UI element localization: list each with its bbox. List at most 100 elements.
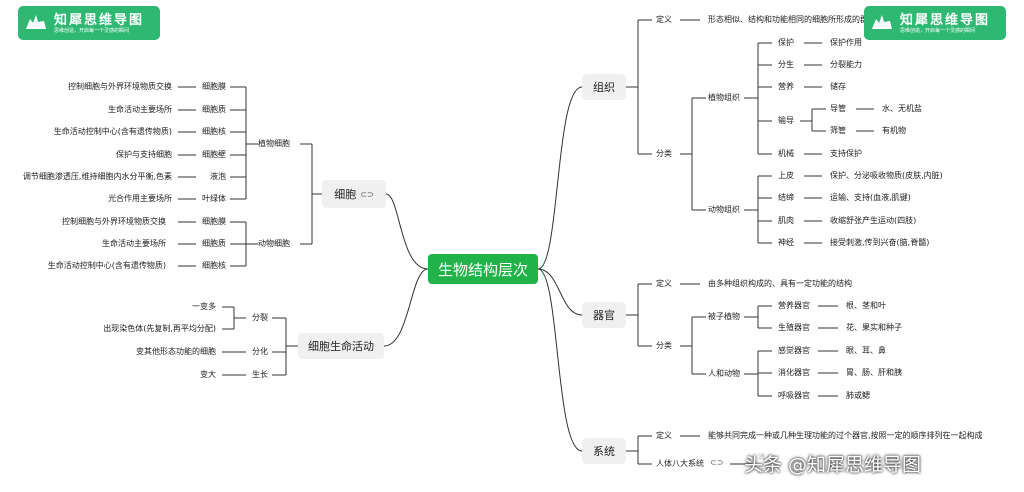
plant-tissue-name: 机械	[778, 149, 794, 158]
tissue-def-label: 定义	[656, 15, 672, 24]
organ-class-label: 分类	[656, 341, 672, 350]
plant-tissue-name: 分生	[778, 60, 794, 69]
organelle-desc: 生命活动控制中心(含有遗传物质)	[47, 261, 166, 270]
animal-tissue-name: 结缔	[778, 193, 794, 202]
system-eight-label: 人体八大系统	[656, 459, 704, 468]
link-icon[interactable]: ⊂⊃	[710, 458, 724, 467]
conduct-sieve-desc: 有机物	[882, 126, 906, 135]
plant-tissue-desc: 保护作用	[830, 38, 862, 47]
topic-cell-activity-label: 细胞生命活动	[308, 340, 374, 353]
system-list-partial: 消	[758, 453, 765, 461]
activity-divide: 分裂	[252, 313, 268, 322]
animal-tissue-name: 神经	[778, 238, 794, 247]
organelle-name: 细胞核	[202, 127, 226, 136]
conduct-vessel: 导管	[830, 104, 846, 113]
topic-cell-activity[interactable]: 细胞生命活动	[298, 333, 384, 359]
organelle-desc: 调节细胞渗透压,维持细胞内水分平衡,色素	[22, 172, 172, 181]
topic-system-label: 系统	[593, 445, 615, 458]
differentiate-desc: 变其他形态功能的细胞	[136, 347, 216, 356]
tissue-type-animal: 动物组织	[708, 205, 740, 214]
plant-organ-name: 生殖器官	[778, 323, 810, 332]
divide-item: 一变多	[192, 302, 216, 311]
animal-tissue-desc: 收缩舒张产生运动(四肢)	[830, 216, 917, 225]
tissue-definition: 形态相似、结构和功能相同的细胞所形成的群体	[708, 15, 876, 24]
organelle-name: 细胞质	[202, 239, 226, 248]
organelle-name: 液泡	[210, 172, 226, 181]
topic-system[interactable]: 系统	[582, 438, 626, 464]
organelle-name: 细胞壁	[202, 150, 226, 159]
topic-organ-label: 器官	[593, 309, 615, 322]
root-to-activity	[383, 268, 429, 347]
animal-organ-name: 消化器官	[778, 368, 810, 377]
brand-logo-left: 知犀思维导图 思维创造，开启每一个灵感的瞬间	[18, 6, 160, 40]
root-to-tissue	[537, 86, 583, 270]
organelle-name: 细胞质	[202, 105, 226, 114]
animal-tissue-desc: 接受刺激,传到兴奋(脑,脊髓)	[830, 238, 930, 247]
organelle-desc: 光合作用主要场所	[108, 194, 172, 203]
animal-tissue-name: 上皮	[778, 171, 794, 180]
organelle-desc: 控制细胞与外界环境物质交换	[68, 82, 172, 91]
central-topic[interactable]: 生物结构层次	[428, 254, 538, 284]
rhino-icon	[872, 15, 892, 29]
topic-tissue-label: 组织	[593, 81, 615, 94]
animal-organ-desc: 眼、耳、鼻	[846, 346, 886, 355]
organ-def-label: 定义	[656, 279, 672, 288]
logo-title: 知犀思维导图	[54, 13, 145, 28]
grow-desc: 变大	[200, 370, 216, 379]
tissue-type-plant: 植物组织	[708, 93, 740, 102]
conduct-vessel-desc: 水、无机盐	[882, 104, 922, 113]
cell-type-plant: 植物细胞	[258, 139, 290, 148]
logo-slogan: 思维创造，开启每一个灵感的瞬间	[900, 28, 976, 34]
animal-tissue-name: 肌肉	[778, 216, 794, 225]
central-topic-label: 生物结构层次	[437, 260, 528, 279]
watermark: 头条 @知犀思维导图	[744, 454, 922, 476]
tissue-class-label: 分类	[656, 149, 672, 158]
organ-definition: 由多种组织构成的、具有一定功能的结构	[708, 279, 852, 288]
organelle-desc: 生命活动主要场所	[108, 105, 172, 114]
divide-item: 出现染色体(先复制,再平均分配)	[103, 324, 216, 333]
activity-grow: 生长	[252, 370, 268, 379]
system-definition: 能够共同完成一种或几种生理功能的过个器官,按照一定的顺序排列在一起构成	[708, 431, 983, 440]
organ-type-plant: 被子植物	[708, 312, 740, 321]
organelle-desc: 生命活动主要场所	[102, 239, 166, 248]
organelle-desc: 生命活动控制中心(含有遗传物质)	[53, 127, 172, 136]
link-icon[interactable]: ⊂⊃	[360, 189, 374, 199]
root-to-cell	[385, 193, 429, 270]
cell-type-animal: 动物细胞	[258, 239, 290, 248]
topic-tissue[interactable]: 组织	[582, 74, 626, 100]
plant-tissue-name: 保护	[778, 38, 794, 47]
system-list-partial: 运动	[758, 466, 772, 474]
plant-tissue-desc: 分裂能力	[830, 60, 862, 69]
animal-organ-desc: 肺或鳃	[846, 391, 870, 400]
topic-organ[interactable]: 器官	[582, 302, 626, 328]
organelle-desc: 保护与支持细胞	[116, 150, 172, 159]
rhino-icon	[26, 15, 46, 29]
organelle-name: 细胞核	[202, 261, 226, 270]
plant-organ-name: 营养器官	[778, 301, 810, 310]
brand-logo-right: 知犀思维导图 思维创造，开启每一个灵感的瞬间	[864, 6, 1006, 40]
system-def-label: 定义	[656, 431, 672, 440]
root-to-system	[537, 268, 583, 452]
topic-cell-label: 细胞	[334, 188, 357, 201]
plant-tissue-name: 输导	[778, 116, 794, 125]
organelle-name: 叶绿体	[202, 194, 226, 203]
animal-organ-desc: 胃、肠、肝和胰	[846, 368, 902, 377]
conduct-sieve: 筛管	[830, 126, 846, 135]
plant-tissue-desc: 储存	[830, 82, 846, 91]
plant-tissue-desc: 支持保护	[830, 149, 862, 158]
logo-title: 知犀思维导图	[900, 13, 991, 28]
logo-slogan: 思维创造，开启每一个灵感的瞬间	[54, 28, 130, 34]
animal-organ-name: 感觉器官	[778, 346, 810, 355]
plant-organ-desc: 花、果实和种子	[846, 323, 902, 332]
activity-differentiate: 分化	[252, 347, 268, 356]
root-to-organ	[537, 268, 583, 316]
organelle-desc: 控制细胞与外界环境物质交换	[62, 217, 166, 226]
organelle-name: 细胞膜	[202, 217, 226, 226]
plant-organ-desc: 根、茎和叶	[846, 301, 886, 310]
animal-tissue-desc: 运输、支持(血液,肌键)	[830, 193, 911, 202]
organ-type-animal: 人和动物	[708, 369, 740, 378]
topic-cell[interactable]: 细胞 ⊂⊃	[322, 180, 386, 208]
plant-tissue-name: 营养	[778, 82, 794, 91]
